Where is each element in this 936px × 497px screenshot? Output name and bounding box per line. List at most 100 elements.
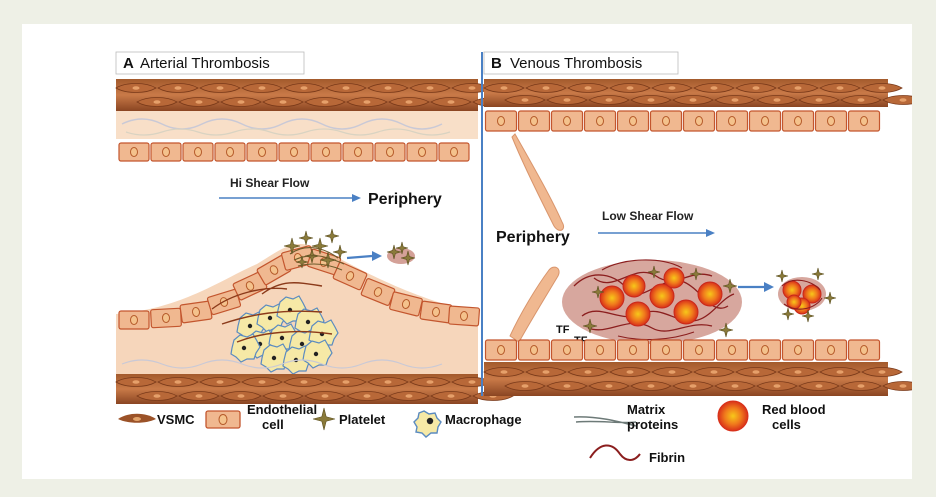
legend-fibrin-label: Fibrin bbox=[649, 450, 685, 465]
endothelial-cell bbox=[651, 340, 682, 360]
vsmc-nucleus bbox=[427, 380, 434, 384]
legend-macrophage-label: Macrophage bbox=[445, 412, 522, 427]
vsmc-nucleus bbox=[816, 98, 823, 102]
red-blood-cell bbox=[600, 286, 624, 310]
endothelial-cell bbox=[151, 308, 182, 328]
vsmc-nucleus bbox=[322, 100, 329, 104]
vsmc-nucleus bbox=[343, 86, 350, 90]
red-blood-cell bbox=[674, 300, 698, 324]
endothelial-cell bbox=[183, 143, 213, 161]
endothelial-cell-nucleus bbox=[531, 117, 538, 126]
panel-b-flow-label: Low Shear Flow bbox=[602, 209, 694, 223]
endothelial-cell-nucleus bbox=[729, 346, 736, 355]
vsmc-nucleus bbox=[522, 98, 529, 102]
vsmc-nucleus bbox=[238, 394, 245, 398]
platelet bbox=[812, 268, 824, 280]
panel-a-title: Arterial Thrombosis bbox=[140, 55, 270, 72]
legend-matrix-label-2: proteins bbox=[627, 417, 678, 432]
vsmc-nucleus bbox=[196, 100, 203, 104]
vsmc-nucleus bbox=[385, 380, 392, 384]
vsmc-nucleus bbox=[469, 86, 476, 90]
vsmc-nucleus bbox=[427, 86, 434, 90]
endothelial-cell bbox=[783, 111, 814, 131]
endothelial-cell bbox=[247, 143, 277, 161]
endothelial-cell-nucleus bbox=[630, 117, 637, 126]
endothelial-cell bbox=[448, 306, 479, 326]
panel-a-flow-label: Hi Shear Flow bbox=[230, 176, 310, 190]
vsmc-nucleus bbox=[154, 394, 161, 398]
vsmc-nucleus bbox=[711, 86, 718, 90]
endothelial-cell bbox=[279, 143, 309, 161]
vsmc-nucleus bbox=[448, 100, 455, 104]
vsmc-nucleus bbox=[564, 98, 571, 102]
endothelial-cell bbox=[849, 340, 880, 360]
panel-a-embolus-arrowhead bbox=[372, 251, 382, 261]
endothelial-cell bbox=[585, 111, 616, 131]
vsmc-nucleus bbox=[322, 394, 329, 398]
vsmc-nucleus bbox=[343, 380, 350, 384]
vsmc-nucleus bbox=[732, 98, 739, 102]
panel-a-top-endothelium bbox=[119, 143, 469, 161]
vsmc-nucleus bbox=[448, 394, 455, 398]
panel-b-letter: B bbox=[491, 55, 502, 72]
vsmc-nucleus bbox=[175, 380, 182, 384]
endothelial-cell bbox=[151, 143, 181, 161]
endothelial-cell bbox=[684, 111, 715, 131]
endothelial-cell bbox=[519, 340, 550, 360]
endothelial-cell bbox=[552, 111, 583, 131]
endothelial-cell-nucleus bbox=[131, 148, 138, 157]
endothelial-cell-nucleus bbox=[828, 346, 835, 355]
legend-endothelial-label-1: Endothelial bbox=[247, 402, 317, 417]
endothelial-cell-nucleus bbox=[451, 148, 458, 157]
vsmc-nucleus bbox=[606, 98, 613, 102]
panel-b-embolus bbox=[776, 268, 836, 322]
endothelial-cell-nucleus bbox=[291, 148, 298, 157]
endothelial-cell bbox=[750, 340, 781, 360]
vsmc-nucleus bbox=[858, 98, 865, 102]
panel-b-title: Venous Thrombosis bbox=[510, 55, 642, 72]
legend-rbc-icon bbox=[718, 401, 748, 431]
panel-b-lower-valve-leaflet bbox=[510, 267, 559, 342]
endothelial-cell-nucleus bbox=[795, 346, 802, 355]
endothelial-cell-nucleus bbox=[762, 346, 769, 355]
vsmc-nucleus bbox=[259, 86, 266, 90]
endothelial-cell bbox=[618, 111, 649, 131]
vsmc-nucleus bbox=[133, 380, 140, 384]
vsmc-nucleus bbox=[774, 384, 781, 388]
vsmc-nucleus bbox=[669, 86, 676, 90]
legend-endothelial-nucleus bbox=[219, 415, 227, 425]
legend: VSMC Endothelial cell Platelet Macrophag… bbox=[118, 401, 826, 465]
endothelial-cell bbox=[618, 340, 649, 360]
endothelial-cell bbox=[311, 143, 341, 161]
vsmc-nucleus bbox=[858, 384, 865, 388]
macrophage-nucleus bbox=[280, 336, 284, 340]
vsmc-nucleus bbox=[753, 370, 760, 374]
legend-macrophage-icon bbox=[414, 411, 441, 437]
vsmc-nucleus bbox=[217, 380, 224, 384]
endothelial-cell bbox=[375, 143, 405, 161]
endothelial-cell-nucleus bbox=[861, 346, 868, 355]
vsmc-nucleus bbox=[753, 86, 760, 90]
macrophage-nucleus bbox=[242, 346, 246, 350]
endothelial-cell-nucleus bbox=[762, 117, 769, 126]
vsmc-nucleus bbox=[879, 86, 886, 90]
panel-b: B Venous Thrombosis Periphery Low Shear … bbox=[484, 52, 912, 396]
vsmc-nucleus bbox=[900, 98, 907, 102]
vsmc-nucleus bbox=[879, 370, 886, 374]
panel-b-embolus-arrowhead bbox=[764, 282, 774, 292]
endothelial-cell bbox=[585, 340, 616, 360]
endothelial-cell-nucleus bbox=[861, 117, 868, 126]
red-blood-cell bbox=[698, 282, 722, 306]
endothelial-cell-nucleus bbox=[355, 148, 362, 157]
vsmc-nucleus bbox=[648, 384, 655, 388]
endothelial-cell bbox=[519, 111, 550, 131]
endothelial-cell bbox=[717, 340, 748, 360]
endothelial-cell bbox=[343, 143, 373, 161]
endothelial-cell bbox=[486, 111, 517, 131]
platelet bbox=[776, 270, 788, 282]
panel-b-top-endothelium bbox=[486, 111, 880, 131]
vsmc-nucleus bbox=[690, 384, 697, 388]
vsmc-nucleus bbox=[732, 384, 739, 388]
endothelial-cell-nucleus bbox=[696, 346, 703, 355]
panel-a-flow-arrowhead bbox=[352, 194, 361, 202]
